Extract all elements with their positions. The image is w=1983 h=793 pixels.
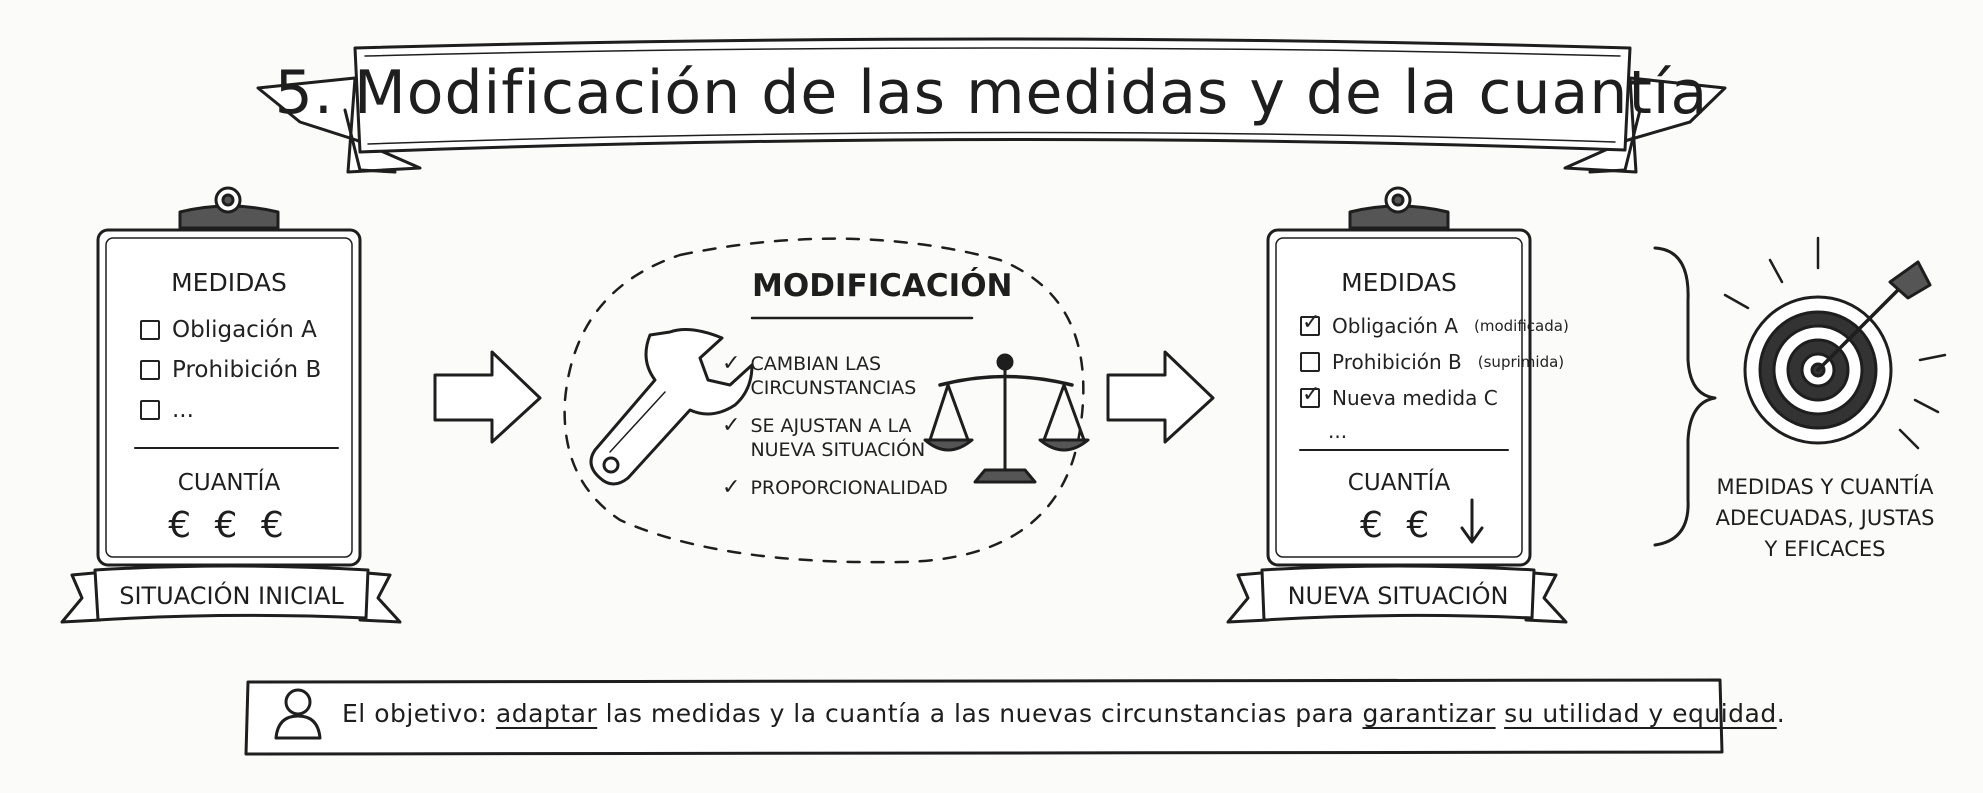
check-icon: ✓ — [722, 351, 741, 376]
wrench-icon — [589, 328, 754, 486]
item-label: Prohibición B — [1332, 350, 1462, 374]
goal-end: . — [1776, 699, 1786, 728]
checkbox-icon — [140, 320, 160, 340]
checkbox-icon — [1300, 352, 1320, 372]
new-banner-label: NUEVA SITUACIÓN — [1287, 582, 1509, 610]
arrow-right-2 — [1106, 350, 1215, 444]
list-item: Obligación A — [140, 310, 321, 350]
banner-new — [1226, 564, 1568, 624]
list-item: Obligación A (modificada) — [1300, 308, 1569, 344]
result-text: MEDIDAS Y CUANTÍA ADECUADAS, JUSTAS Y EF… — [1710, 472, 1940, 565]
list-item: Nueva medida C — [1300, 380, 1569, 416]
item-note: (suprimida) — [1477, 353, 1565, 371]
item-label: ... — [1328, 419, 1348, 443]
new-amount-value: € € — [1360, 505, 1436, 546]
target-icon — [1723, 236, 1947, 450]
initial-list: Obligación A Prohibición B ... — [140, 310, 321, 430]
item-label: Prohibición B — [172, 357, 322, 383]
point-line: CAMBIAN LAS — [750, 353, 882, 375]
checkbox-checked-icon — [1300, 310, 1320, 336]
curly-brace — [1653, 246, 1717, 547]
item-label: Obligación A — [1332, 314, 1459, 338]
initial-banner-label: SITUACIÓN INICIAL — [119, 582, 344, 610]
list-item: ... — [1300, 416, 1569, 446]
clipboard-icon-initial — [96, 186, 362, 567]
new-list: Obligación A (modificada) Prohibición B … — [1300, 308, 1569, 446]
result-line: Y EFICACES — [1764, 537, 1886, 561]
scale-icon — [923, 353, 1090, 484]
person-icon — [274, 688, 322, 740]
goal-sentence: El objetivo: adaptar las medidas y la cu… — [342, 699, 1785, 728]
goal-word-garantizar: garantizar — [1362, 699, 1496, 728]
point-line: CIRCUNSTANCIAS — [750, 377, 917, 399]
list-item: Prohibición B (suprimida) — [1300, 344, 1569, 380]
title-ribbon — [256, 37, 1727, 174]
list-item: ... — [140, 390, 321, 430]
modification-heading: MODIFICACIÓN — [752, 268, 1013, 304]
item-label: Nueva medida C — [1332, 386, 1498, 410]
goal-word-adaptar: adaptar — [495, 699, 598, 728]
initial-amount-label: CUANTÍA — [177, 470, 281, 496]
check-icon: ✓ — [722, 475, 741, 500]
list-item: ✓ PROPORCIONALIDAD — [722, 476, 948, 500]
banner-initial — [60, 564, 402, 624]
new-amount-label: CUANTÍA — [1347, 470, 1451, 496]
point-line: NUEVA SITUACIÓN — [750, 439, 926, 461]
goal-prefix: El objetivo: — [342, 699, 496, 728]
point-line: SE AJUSTAN A LA — [750, 415, 912, 437]
goal-word-utilidad: su utilidad y equidad — [1504, 699, 1777, 728]
check-icon: ✓ — [722, 413, 741, 438]
item-label: ... — [172, 397, 194, 423]
item-label: Obligación A — [172, 317, 317, 343]
page-title: 5. Modificación de las medidas y de la c… — [274, 58, 1709, 128]
checkbox-checked-icon — [1300, 382, 1320, 408]
result-line: ADECUADAS, JUSTAS — [1715, 506, 1935, 530]
initial-amount-value: € € € — [168, 505, 290, 546]
clipboard-icon-new — [1266, 186, 1532, 567]
point-line: PROPORCIONALIDAD — [750, 477, 948, 499]
goal-middle: las medidas y la cuantía a las nuevas ci… — [597, 699, 1363, 728]
modification-oval — [563, 237, 1085, 564]
new-heading: MEDIDAS — [1341, 268, 1457, 297]
initial-heading: MEDIDAS — [171, 268, 287, 297]
result-line: MEDIDAS Y CUANTÍA — [1716, 475, 1934, 499]
arrow-down-icon — [1460, 498, 1484, 544]
checkbox-icon — [140, 400, 160, 420]
checkbox-icon — [140, 360, 160, 380]
goal-box — [244, 678, 1724, 756]
item-note: (modificada) — [1474, 317, 1569, 335]
list-item: Prohibición B — [140, 350, 321, 390]
arrow-right-1 — [433, 350, 542, 444]
